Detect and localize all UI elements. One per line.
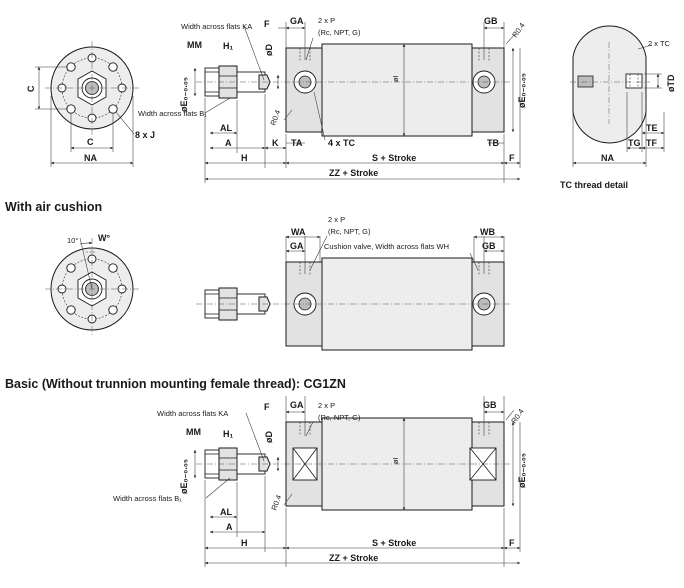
dim-S-top: S + Stroke: [372, 153, 416, 163]
label-P-note-cushion: (Rc, NPT, G): [328, 227, 371, 236]
dim-H-top: H: [241, 153, 248, 163]
label-TD: øTD: [666, 74, 676, 92]
dim-TG: TG: [628, 138, 641, 148]
label-GA-basic: GA: [290, 400, 304, 410]
label-R04-front-basic: R0.4: [269, 494, 283, 512]
dim-F-bottom-basic: F: [509, 538, 515, 548]
label-P-note-basic: (Rc, NPT, G): [318, 413, 361, 422]
section-title-air-cushion: With air cushion: [5, 200, 102, 214]
dim-C-horizontal: C: [87, 137, 94, 147]
label-GB-top: GB: [484, 16, 498, 26]
dim-S-basic: S + Stroke: [372, 538, 416, 548]
label-angle-10: 10°: [67, 236, 78, 245]
label-H1-basic: H₁: [223, 429, 233, 439]
label-E-front-basic: øE₀₋₀.₀₅: [179, 459, 189, 494]
dim-C-vertical: C: [26, 85, 36, 92]
label-B1-basic: Width across flats B₁: [113, 494, 182, 503]
dim-K-top: K: [272, 138, 279, 148]
label-P-basic: 2 x P: [318, 401, 335, 410]
dim-AL-basic: AL: [220, 507, 232, 517]
label-KA-top: Width across flats KA: [181, 22, 252, 31]
dim-A-basic: A: [226, 522, 233, 532]
tc-detail-caption: TC thread detail: [560, 180, 628, 190]
label-B1-top: Width across flats B₁: [138, 109, 207, 118]
tc-thread-detail: [570, 25, 665, 167]
label-GB-cushion: GB: [482, 241, 496, 251]
label-MM-top: MM: [187, 40, 202, 50]
label-MM-basic: MM: [186, 427, 201, 437]
dim-TF: TF: [646, 138, 657, 148]
label-WB: WB: [480, 227, 495, 237]
section-title-basic: Basic (Without trunnion mounting female …: [5, 377, 346, 391]
label-F-basic: F: [264, 402, 270, 412]
label-E-rear-basic: øE₀₋₀.₀₅: [517, 453, 527, 488]
label-E-front-top: øE₀₋₀.₀₅: [179, 77, 189, 112]
label-E-rear-top: øE₀₋₀.₀₅: [517, 73, 527, 108]
dim-AL-top: AL: [220, 123, 232, 133]
label-D-basic: øD: [264, 431, 274, 443]
dim-ZZ-basic: ZZ + Stroke: [329, 553, 378, 563]
dim-F-bottom-top: F: [509, 153, 515, 163]
label-H1-top: H₁: [223, 41, 233, 51]
dim-NA-detail: NA: [601, 153, 614, 163]
dim-J: 8 x J: [135, 130, 155, 140]
label-D-top: øD: [264, 44, 274, 56]
dim-NA: NA: [84, 153, 97, 163]
dim-ZZ-top: ZZ + Stroke: [329, 168, 378, 178]
front-flange-view: [35, 41, 139, 167]
side-view-top: [193, 22, 521, 183]
label-I-basic: øI: [391, 457, 400, 464]
dim-TC4: 4 x TC: [328, 138, 356, 148]
dim-H-basic: H: [241, 538, 248, 548]
label-cushion-valve: Cushion valve, Width across flats WH: [324, 242, 449, 251]
dim-TE: TE: [646, 123, 658, 133]
side-view-cushion: [196, 235, 512, 351]
front-flange-view-cushion: [45, 237, 139, 336]
side-view-basic: [193, 396, 521, 567]
label-GB-basic: GB: [483, 400, 497, 410]
label-P-note-top: (Rc, NPT, G): [318, 28, 361, 37]
label-GA-cushion: GA: [290, 241, 304, 251]
label-R04-rear-top: R0.4: [510, 21, 526, 39]
label-R04-rear-basic: R0.4: [509, 407, 525, 425]
label-R04-front-top: R0.4: [268, 109, 282, 127]
label-WA: WA: [291, 227, 306, 237]
dim-A-top: A: [225, 138, 232, 148]
label-I-top: øI: [391, 75, 400, 82]
label-F-top: F: [264, 19, 270, 29]
label-P-cushion: 2 x P: [328, 215, 345, 224]
label-W-angle: W°: [98, 233, 110, 243]
dim-TB: TB: [487, 138, 499, 148]
label-P-top: 2 x P: [318, 16, 335, 25]
label-TC2: 2 x TC: [648, 39, 671, 48]
dim-TA: TA: [291, 138, 303, 148]
label-GA-top: GA: [290, 16, 304, 26]
label-KA-basic: Width across flats KA: [157, 409, 228, 418]
